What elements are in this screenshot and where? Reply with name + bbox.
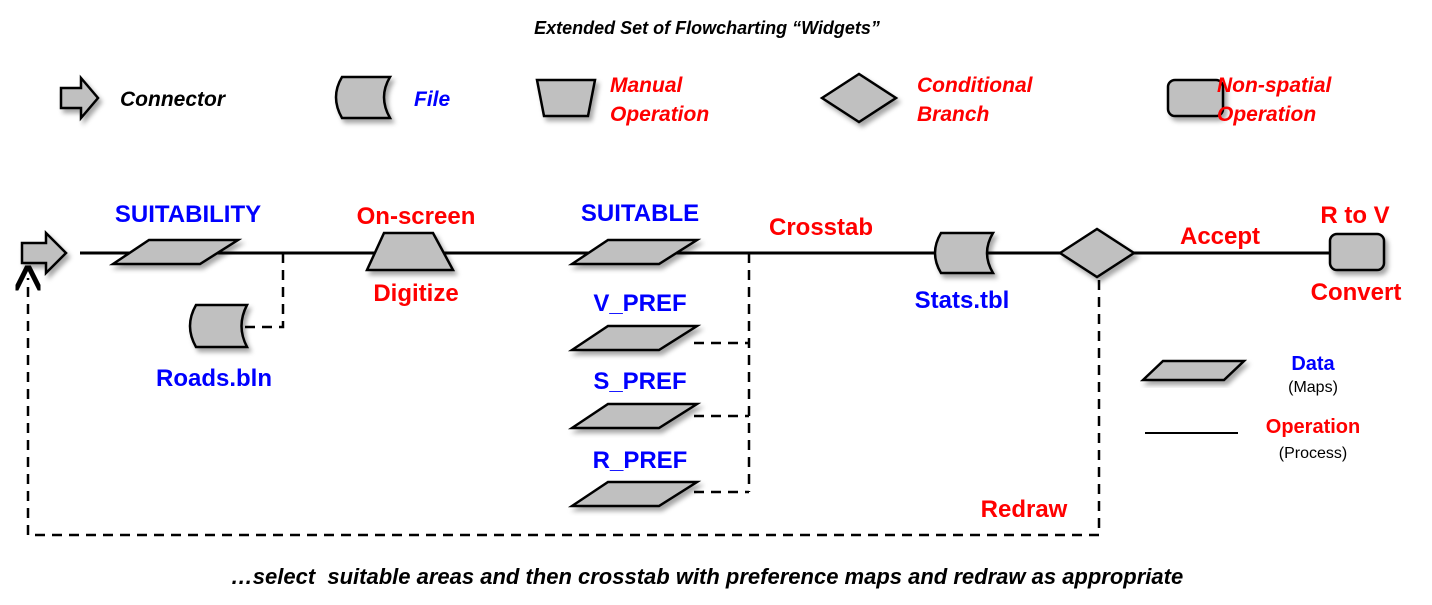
s-pref-label: S_PREF [593,368,686,395]
diagram-title: Extended Set of Flowcharting “Widgets” [534,18,880,38]
suitable-data-shape [567,238,702,266]
svg-text:Data: Data [1291,353,1335,375]
svg-text:Operation: Operation [610,103,709,126]
r-to-v-label: R to V [1320,202,1389,229]
convert-operation-shape [1328,232,1386,272]
digitize-label: Digitize [373,280,458,307]
roads-label: Roads.bln [156,365,272,392]
suitability-label: SUITABILITY [115,201,261,228]
r-pref-data-shape [567,480,702,508]
svg-text:Non-spatial: Non-spatial [1217,74,1333,97]
r-pref-label: R_PREF [593,447,688,474]
legend-manual-operation: Manual Operation [535,74,709,126]
start-connector-icon [20,229,68,277]
svg-text:File: File [414,88,450,111]
legend-data: Data (Maps) [1139,353,1338,396]
accept-label: Accept [1180,223,1260,250]
redraw-dashed-loop [28,278,1101,537]
suitability-data-shape [108,238,243,266]
diagram-caption: …select suitable areas and then crosstab… [231,564,1183,589]
onscreen-label: On-screen [357,203,476,230]
digitize-manual-shape [365,231,456,272]
file-icon [334,75,393,120]
branch-diamond-shape [1057,227,1137,279]
svg-text:Branch: Branch [917,103,989,126]
connector-icon [59,74,100,122]
legend-non-spatial-operation: Non-spatial Operation [1166,74,1333,126]
stats-label: Stats.tbl [915,287,1010,314]
legend-conditional-branch: Conditional Branch [819,72,1034,126]
redraw-label: Redraw [981,496,1068,523]
rounded-rect-icon [1166,78,1225,118]
stats-file-shape [933,231,996,275]
pref-dashed-link [694,253,751,494]
roads-file-shape [188,303,250,349]
svg-text:Operation: Operation [1266,416,1360,438]
legend-file: File [334,75,450,120]
svg-text:(Maps): (Maps) [1288,379,1338,396]
svg-text:Connector: Connector [120,88,227,111]
v-pref-data-shape [567,324,702,352]
v-pref-label: V_PREF [593,290,686,317]
crosstab-label: Crosstab [769,214,873,241]
manual-operation-icon [535,78,597,118]
svg-text:Operation: Operation [1217,103,1316,126]
data-parallelogram-icon [1139,359,1248,382]
svg-text:(Process): (Process) [1279,445,1347,462]
suitable-label: SUITABLE [581,200,699,227]
diamond-icon [819,72,899,124]
svg-text:Conditional: Conditional [917,74,1034,97]
convert-label: Convert [1311,279,1402,306]
s-pref-data-shape [567,402,702,430]
legend-operation: Operation (Process) [1145,416,1360,462]
roads-dashed-link [243,253,285,329]
svg-text:Manual: Manual [610,74,684,97]
legend-connector: Connector [59,74,227,122]
